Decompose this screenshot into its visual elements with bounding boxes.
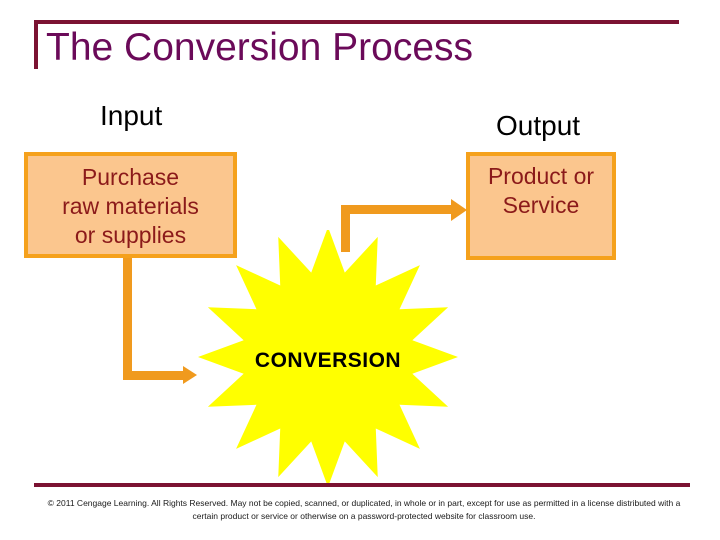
output-box: Product or Service (466, 152, 616, 260)
copyright-notice: © 2011 Cengage Learning. All Rights Rese… (47, 498, 681, 521)
input-box: Purchase raw materials or supplies (24, 152, 237, 258)
title-top-rule (34, 20, 679, 24)
page-title: The Conversion Process (46, 26, 474, 69)
input-caption: Input (100, 100, 163, 131)
arrow-to-output-head-icon (451, 199, 467, 221)
input-box-line-3: or supplies (74, 222, 187, 248)
output-caption: Output (496, 110, 581, 141)
output-box-line-2: Service (502, 192, 580, 218)
footer-rule (34, 483, 690, 487)
title-left-rule (34, 20, 38, 69)
conversion-label: CONVERSION (254, 349, 402, 372)
arrow-to-output-horizontal (341, 205, 455, 214)
arrow-to-conversion-vertical (123, 258, 132, 379)
output-box-label: Product or Service (470, 162, 612, 220)
arrow-to-conversion-head-icon (183, 366, 197, 384)
input-box-line-1: Purchase (81, 164, 180, 190)
input-box-label: Purchase raw materials or supplies (28, 163, 233, 250)
arrow-to-conversion-horizontal (123, 371, 187, 380)
output-box-line-1: Product or (487, 163, 595, 189)
input-box-line-2: raw materials (62, 193, 199, 219)
conversion-starburst-icon (196, 230, 460, 484)
arrow-to-output-vertical (341, 205, 350, 252)
